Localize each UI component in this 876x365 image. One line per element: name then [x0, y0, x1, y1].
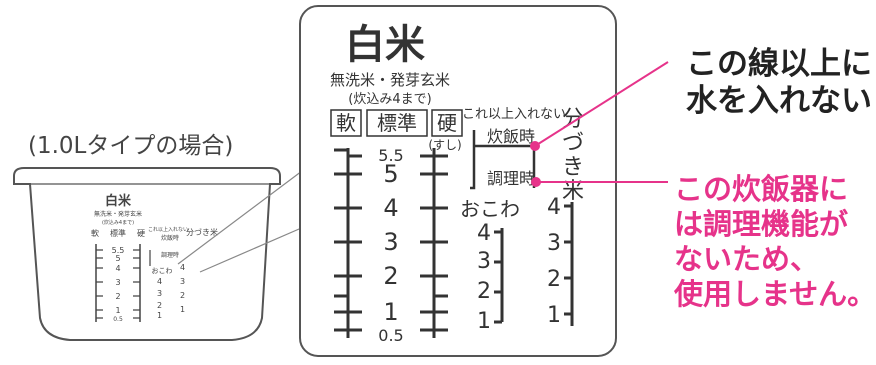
texture-hard: 硬	[437, 111, 457, 135]
svg-text:4: 4	[115, 264, 120, 273]
svg-text:5.5: 5.5	[112, 246, 125, 255]
cooking-callout-line2: は調理機能が	[674, 207, 849, 241]
svg-text:2: 2	[180, 291, 185, 300]
zoom-connector	[177, 167, 307, 273]
cooking-callout-line3: ないため、	[674, 242, 820, 276]
small-pot-marking: 白米 無洗米・発芽玄米 (炊込み4まで) 軟 標準 硬 これ以上入れない 炊飯時…	[91, 193, 218, 323]
mini-cooking: 調理時	[161, 251, 179, 259]
scale-3: 3	[383, 228, 398, 256]
texture-soft: 軟	[336, 111, 356, 135]
rice-cooking-label: 炊飯時	[487, 127, 535, 146]
okowa-1: 1	[477, 309, 491, 334]
mini-subtitle: 無洗米・発芽玄米	[94, 210, 142, 218]
okowa-3: 3	[477, 249, 491, 274]
okowa-4: 4	[477, 221, 491, 246]
svg-text:1: 1	[157, 311, 162, 320]
svg-text:1: 1	[180, 305, 185, 314]
scale-1: 1	[383, 298, 398, 326]
svg-text:1: 1	[115, 306, 120, 315]
svg-text:4: 4	[157, 277, 162, 286]
mini-okowa: おこわ	[152, 267, 173, 275]
svg-text:2: 2	[157, 301, 162, 310]
bunzuki-label: 分 づ き 米	[562, 107, 584, 204]
panel-subtitle: 無洗米・発芽玄米	[330, 71, 450, 89]
scale-0-5: 0.5	[378, 326, 403, 345]
bunzuki-1: 1	[547, 303, 561, 328]
cooking-label: 調理時	[487, 169, 535, 188]
cooking-callout: この炊飯器に は調理機能が ないため、 使用しません。	[674, 172, 876, 312]
mini-soft: 軟	[91, 228, 99, 238]
svg-text:4: 4	[180, 263, 185, 272]
small-pot-caption: (1.0Lタイプの場合)	[28, 133, 234, 159]
mini-hard: 硬	[137, 229, 145, 238]
mini-subtitle-note: (炊込み4まで)	[102, 219, 134, 226]
svg-text:3: 3	[157, 289, 162, 298]
okowa-label: おこわ	[460, 197, 520, 221]
mini-bunzuki: 分づき米	[186, 227, 218, 237]
panel-title: 白米	[345, 22, 425, 68]
panel-subtitle-note: (炊込み4まで)	[348, 92, 431, 107]
scale-4: 4	[383, 194, 398, 222]
svg-text:3: 3	[180, 277, 185, 286]
no-water-label: これ以上入れない	[462, 107, 566, 122]
mini-no-water: これ以上入れない	[148, 226, 188, 233]
small-pot	[13, 167, 281, 341]
callout-leaders	[530, 61, 669, 187]
cooking-callout-line4: 使用しません。	[674, 277, 876, 311]
okowa-scale	[494, 228, 504, 324]
no-water-callout-line1: この線以上に	[686, 46, 872, 82]
scale-5-5: 5.5	[378, 146, 403, 165]
main-water-scale	[334, 148, 448, 338]
scale-5: 5	[383, 160, 398, 188]
no-water-callout: この線以上に 水を入れない	[686, 46, 872, 120]
texture-standard: 標準	[377, 111, 417, 135]
bunzuki-4: 4	[547, 195, 561, 220]
mini-rice-cooking: 炊飯時	[161, 234, 179, 242]
mini-standard: 標準	[110, 228, 126, 238]
bunzuki-2: 2	[547, 267, 561, 292]
svg-text:5: 5	[115, 254, 120, 263]
bunzuki-scale	[564, 202, 574, 326]
svg-text:3: 3	[115, 278, 120, 287]
bunzuki-3: 3	[547, 231, 561, 256]
svg-text:分: 分	[562, 107, 584, 132]
panel-content: 白米 無洗米・発芽玄米 (炊込み4まで) 軟 標準 硬 (すし)	[330, 22, 584, 345]
mini-title: 白米	[105, 193, 132, 209]
svg-text:づ: づ	[562, 131, 584, 156]
svg-text:き: き	[562, 155, 584, 180]
no-water-callout-line2: 水を入れない	[686, 83, 872, 119]
svg-text:2: 2	[115, 292, 120, 301]
texture-hard-note: (すし)	[428, 138, 461, 152]
cooking-callout-line1: この炊飯器に	[674, 172, 849, 206]
okowa-2: 2	[477, 279, 491, 304]
svg-text:0.5: 0.5	[113, 316, 123, 323]
svg-text:米: 米	[562, 179, 584, 204]
scale-2: 2	[383, 262, 398, 290]
